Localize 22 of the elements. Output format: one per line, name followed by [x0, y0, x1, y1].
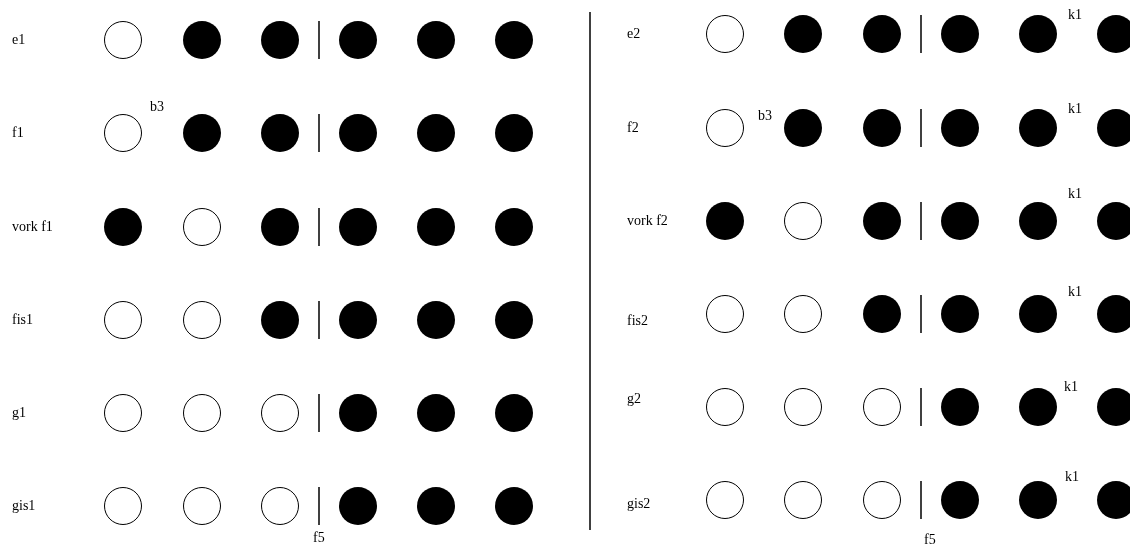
note-label: vork f1 — [12, 218, 53, 236]
note-label: f5 — [313, 529, 325, 545]
note-label: f5 — [924, 531, 936, 545]
note-label: k1 — [1068, 283, 1082, 301]
note-label: gis2 — [627, 495, 651, 513]
note-label: b3 — [150, 98, 164, 116]
note-label: gis1 — [12, 497, 36, 515]
note-label: g2 — [627, 390, 641, 408]
note-label: vork f2 — [627, 212, 668, 230]
note-label: fis1 — [12, 311, 33, 329]
note-label: g1 — [12, 404, 26, 422]
note-label: k1 — [1065, 468, 1079, 486]
note-label: e2 — [627, 25, 641, 43]
note-label: b3 — [758, 107, 772, 125]
note-label: e1 — [12, 31, 26, 49]
note-label: f1 — [12, 124, 24, 142]
note-label: k1 — [1068, 185, 1082, 203]
note-label: k1 — [1064, 378, 1078, 396]
note-label: k1 — [1068, 6, 1082, 24]
note-label: k1 — [1068, 100, 1082, 118]
note-label: fis2 — [627, 312, 648, 330]
note-label: f2 — [627, 119, 639, 137]
